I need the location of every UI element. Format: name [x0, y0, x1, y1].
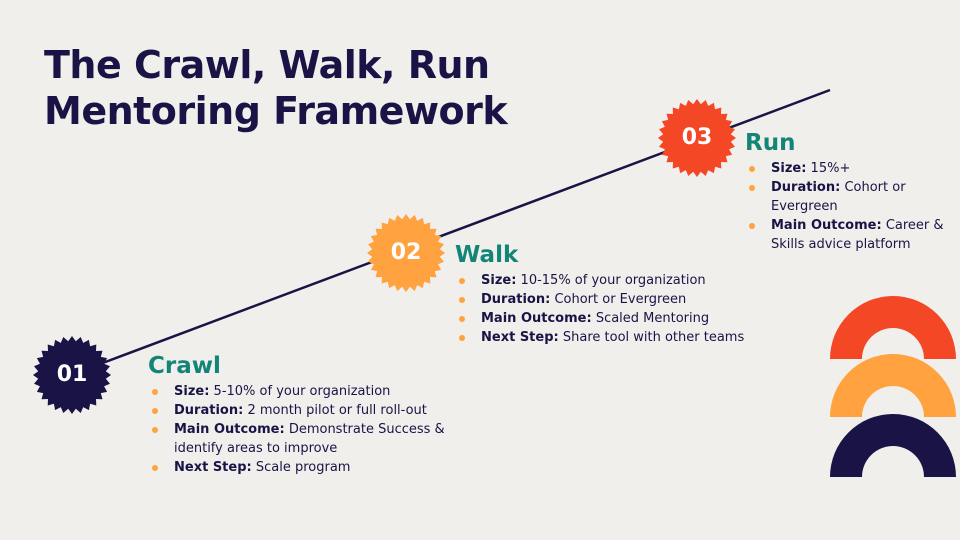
bullet-text: 10-15% of your organization [520, 273, 706, 288]
bullet-item: Size: 5-10% of your organization [152, 382, 458, 401]
bullet-label: Duration: [174, 403, 244, 418]
bullet-label: Next Step: [174, 460, 252, 475]
arc-red [830, 296, 956, 359]
bullet-item: Duration: Cohort or Evergreen [749, 178, 945, 216]
bullet-label: Main Outcome: [174, 422, 285, 437]
stage-title: Walk [455, 242, 519, 268]
bullet-label: Duration: [771, 180, 841, 195]
bullet-label: Main Outcome: [771, 218, 882, 233]
arc-navy [830, 414, 956, 477]
bullet-item: Main Outcome: Career & Skills advice pla… [749, 216, 945, 254]
arc-orange [830, 354, 956, 417]
bullet-label: Main Outcome: [481, 311, 592, 326]
bullet-item: Size: 15%+ [749, 159, 945, 178]
bullet-text: Share tool with other teams [562, 330, 745, 345]
bullet-text: Career & Skills advice platform [771, 218, 944, 252]
bullet-label: Size: [174, 384, 210, 399]
bullet-item: Next Step: Share tool with other teams [459, 328, 755, 347]
stage-title: Run [745, 130, 796, 156]
bullet-text: Cohort or Evergreen [554, 292, 687, 307]
bullet-text: Cohort or Evergreen [771, 180, 906, 214]
bullet-item: Main Outcome: Scaled Mentoring [459, 309, 755, 328]
bullet-text: 5-10% of your organization [213, 384, 391, 399]
bullet-item: Main Outcome: Demonstrate Success & iden… [152, 420, 458, 458]
bullet-label: Size: [481, 273, 517, 288]
bullet-label: Next Step: [481, 330, 559, 345]
stage-run: Run Size: 15%+Duration: Cohort or Evergr… [745, 129, 945, 254]
bullet-text: 2 month pilot or full roll-out [247, 403, 427, 418]
starburst-shape [33, 336, 111, 414]
bullet-item: Duration: Cohort or Evergreen [459, 290, 755, 309]
bullet-label: Size: [771, 161, 807, 176]
bullet-item: Duration: 2 month pilot or full roll-out [152, 401, 458, 420]
badge-03: 03 [658, 99, 736, 177]
badge-01: 01 [33, 336, 111, 414]
bullet-text: 15%+ [810, 161, 851, 176]
bullet-text: Demonstrate Success & identify areas to … [174, 422, 445, 456]
bullet-text: Scale program [255, 460, 351, 475]
badge-02: 02 [367, 214, 445, 292]
starburst-shape [367, 214, 445, 292]
bullet-item: Size: 10-15% of your organization [459, 271, 755, 290]
bullet-text: Scaled Mentoring [595, 311, 710, 326]
starburst-shape [658, 99, 736, 177]
stage-title: Crawl [148, 353, 221, 379]
bullet-item: Next Step: Scale program [152, 458, 458, 477]
bullet-label: Duration: [481, 292, 551, 307]
